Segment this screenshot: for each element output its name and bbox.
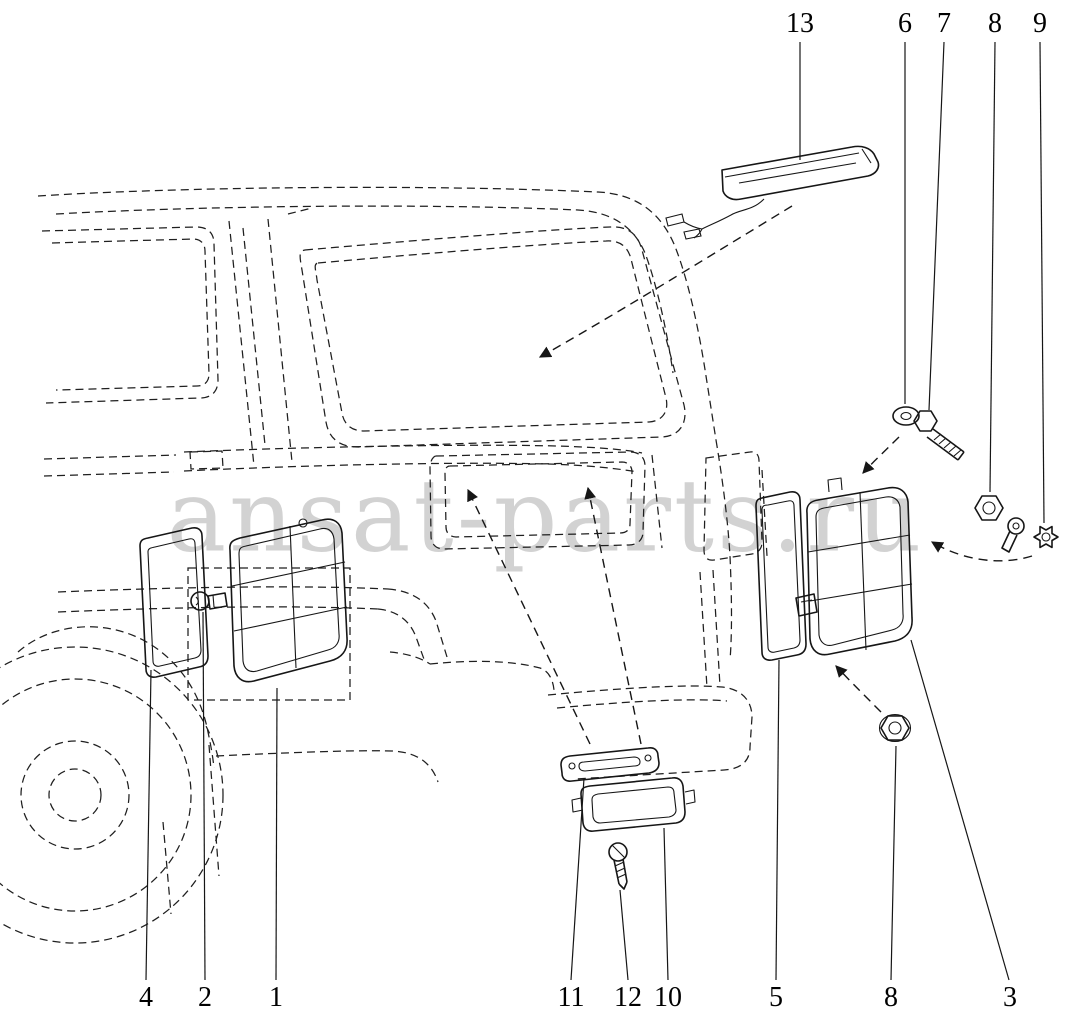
bulb [190,591,228,611]
callout-1-bottom: 1 [269,982,283,1013]
wiring-harness [665,198,765,240]
leader-lines [145,41,1045,981]
license-plate-lamp [571,777,696,832]
tail-lamp-right [806,477,913,656]
callout-8-top: 8 [988,8,1002,39]
callout-8-bottom: 8 [884,982,898,1013]
high-mount-stop-lamp [721,145,880,201]
callout-11-bottom: 11 [557,982,585,1013]
callout-3-bottom: 3 [1003,982,1017,1013]
callout-9-top: 9 [1033,8,1047,39]
watermark: ansat-parts.ru [166,457,925,575]
callout-5-bottom: 5 [769,982,783,1013]
gasket-right [755,491,818,661]
callout-10-bottom: 10 [654,982,682,1013]
assembly-arrows [467,205,1033,745]
callout-7-top: 7 [937,8,951,39]
vehicle-body-outline [17,186,768,915]
bolt [913,410,965,461]
screw [608,842,628,890]
license-lamp-gasket [560,747,660,782]
tail-lamp-left [229,518,348,683]
nut-top [974,495,1004,521]
callout-12-bottom: 12 [614,982,642,1013]
gasket-left [139,527,209,678]
callout-13-top: 13 [786,8,814,39]
callout-4-bottom: 4 [139,982,153,1013]
lock-washer-set [1001,517,1059,553]
washer [892,406,920,426]
callout-6-top: 6 [898,8,912,39]
lamp-mounting-outline [187,567,351,701]
callout-2-bottom: 2 [198,982,212,1013]
nut-bottom [878,713,912,743]
wheel [0,646,224,944]
